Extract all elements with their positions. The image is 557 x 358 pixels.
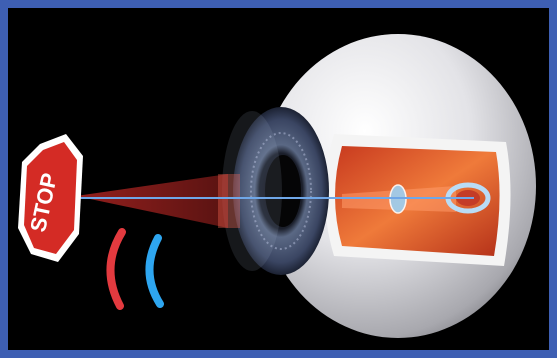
stop-sign: STOP: [18, 134, 83, 262]
light-beam: [76, 174, 228, 228]
cornea-refraction: [218, 174, 240, 228]
blue-wave-arc: [149, 238, 160, 304]
eye-diagram-scene: STOP: [16, 16, 557, 358]
red-wave-arc: [110, 232, 122, 306]
